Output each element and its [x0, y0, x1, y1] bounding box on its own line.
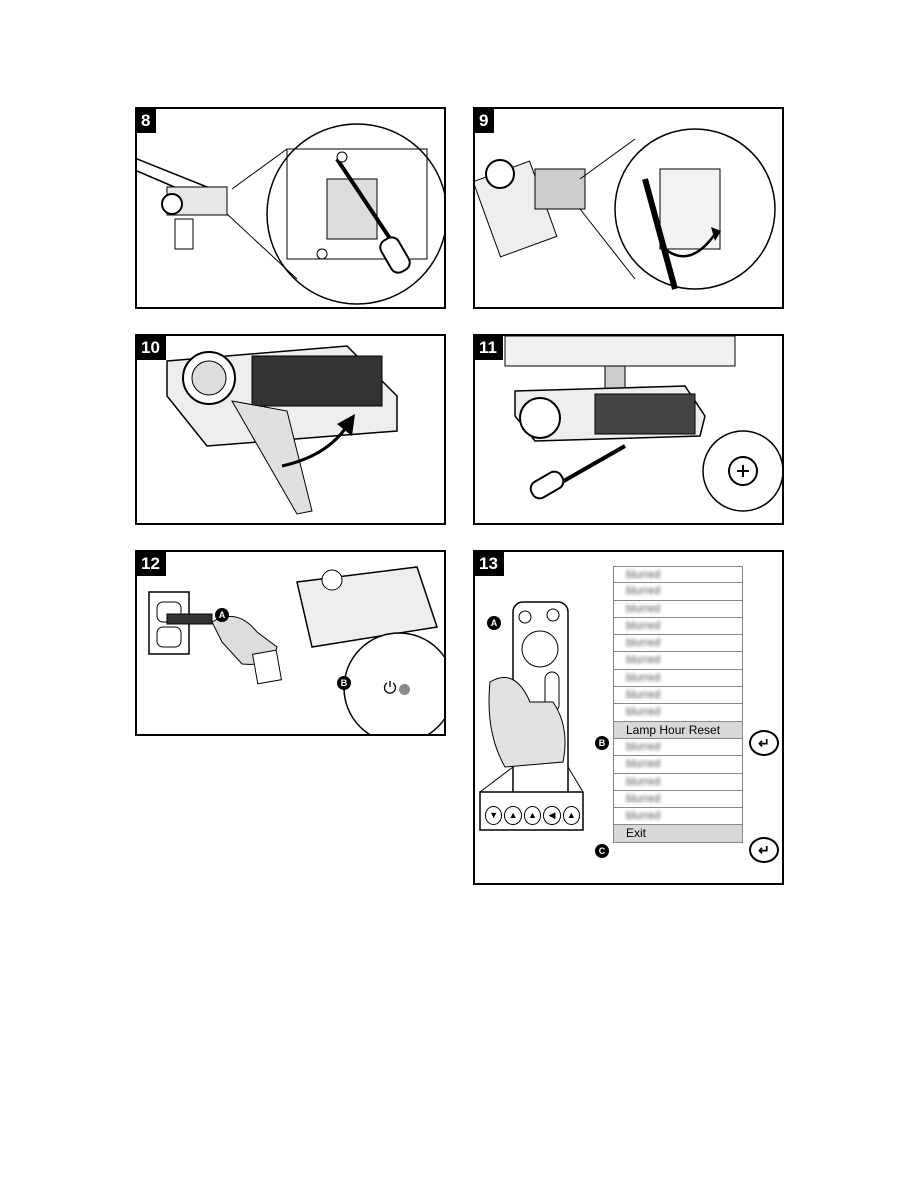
power-icon — [383, 680, 397, 694]
step-8-panel: 8 — [135, 107, 446, 309]
osd-menu-item[interactable]: Exit — [613, 825, 743, 843]
osd-menu-item[interactable]: blurred — [613, 652, 743, 670]
step-number: 9 — [475, 109, 495, 133]
triangle-up-icon: ▲ — [562, 806, 581, 825]
callout-a: A — [487, 616, 501, 630]
osd-menu-item[interactable]: blurred — [613, 617, 743, 636]
step-number: 12 — [137, 552, 166, 576]
osd-menu-item[interactable]: blurred — [613, 566, 743, 584]
triangle-down-icon: ▼ — [485, 806, 503, 825]
power-led — [399, 684, 410, 695]
callout-b: B — [595, 736, 609, 750]
step-number: 10 — [137, 336, 166, 360]
callout-c: C — [595, 844, 609, 858]
step-number: 13 — [475, 552, 504, 576]
step-10-panel: 10 — [135, 334, 446, 525]
osd-menu-item[interactable]: blurred — [613, 808, 743, 826]
callout-a: A — [215, 608, 229, 622]
osd-menu-item[interactable]: blurred — [613, 583, 743, 601]
step-9-illustration — [475, 128, 776, 290]
osd-menu-item[interactable]: blurred — [613, 790, 743, 809]
step-12-illustration — [148, 566, 444, 734]
osd-menu-item[interactable]: blurred — [613, 773, 743, 791]
step-8-illustration — [137, 123, 444, 305]
osd-menu-item[interactable]: blurred — [613, 704, 743, 722]
step-12-panel: 12 A B — [135, 550, 446, 736]
triangle-left-icon: ◀ — [543, 806, 561, 825]
remote-nav-buttons: ▼ ▲ ▲ ◀ ▲ — [485, 806, 581, 828]
enter-return-icon[interactable]: ↵ — [749, 730, 779, 756]
triangle-up-icon: ▲ — [523, 806, 542, 825]
osd-menu-item[interactable]: blurred — [613, 687, 743, 705]
enter-return-icon[interactable]: ↵ — [749, 837, 779, 863]
osd-menu-item[interactable]: blurred — [613, 600, 743, 618]
step-number: 11 — [475, 336, 503, 360]
osd-menu-item[interactable]: blurred — [613, 738, 743, 757]
osd-menu-item[interactable]: Lamp Hour Reset — [613, 721, 743, 739]
step-number: 8 — [137, 109, 157, 133]
osd-menu-item[interactable]: blurred — [613, 756, 743, 774]
step-11-illustration — [504, 336, 782, 512]
osd-menu-item[interactable]: blurred — [613, 669, 743, 688]
step-10-illustration — [166, 345, 398, 515]
triangle-up-icon: ▲ — [504, 806, 522, 825]
step-9-panel: 9 — [473, 107, 784, 309]
callout-b: B — [337, 676, 351, 690]
osd-menu-item[interactable]: blurred — [613, 635, 743, 653]
step-11-panel: 11 — [473, 334, 784, 525]
